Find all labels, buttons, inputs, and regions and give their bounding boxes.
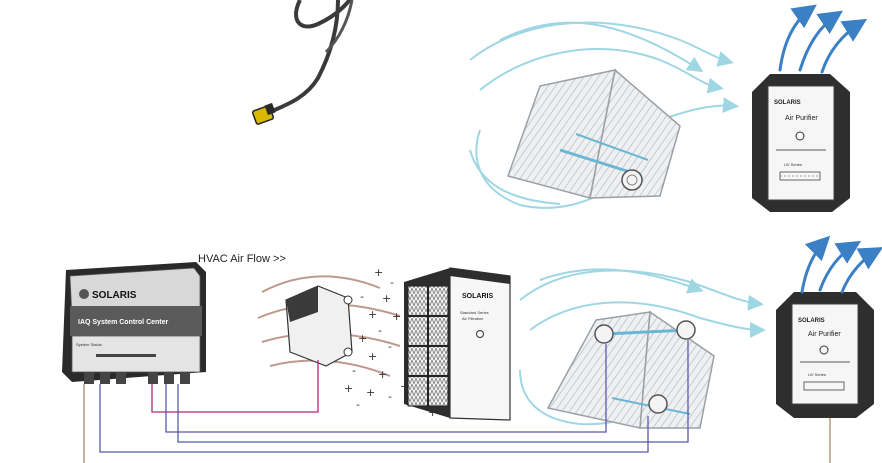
svg-text:+: + [392, 310, 401, 323]
svg-text:-: - [360, 290, 364, 303]
svg-text:+: + [378, 368, 387, 381]
svg-text:-: - [356, 398, 360, 411]
filter-line1: Standard Series [460, 310, 489, 315]
bottom-purifier-name: Air Purifier [808, 331, 841, 338]
svg-text:-: - [388, 340, 392, 353]
bottom-purified-air-arrows [802, 240, 878, 292]
purifier-brand: SOLARIS [774, 100, 801, 106]
uv-lamp-end-left [595, 325, 613, 343]
svg-text:+: + [344, 382, 353, 395]
purifier-name: Air Purifier [785, 115, 818, 122]
bottom-air-purifier: SOLARIS Air Purifier UV Series [776, 292, 874, 418]
wire-coil-lamp [166, 344, 606, 432]
control-center-brand: SOLARIS [92, 290, 137, 301]
uv-lamp-end-right [677, 321, 695, 339]
uv-lamp-end-bottom [649, 395, 667, 413]
svg-text:-: - [390, 276, 394, 289]
svg-text:+: + [374, 266, 383, 279]
hvac-flow-label: HVAC Air Flow >> [198, 253, 286, 265]
control-center-status-label: System Status [76, 342, 102, 347]
media-air-cleaner: SOLARIS Standard Series Air Filtration [404, 268, 510, 420]
bottom-purifier-label: UV Series [808, 372, 826, 377]
power-cable [252, 0, 352, 125]
ionizer-unit [286, 286, 352, 366]
top-air-purifier: SOLARIS Air Purifier UV Series [752, 74, 850, 212]
svg-text:+: + [368, 308, 377, 321]
svg-text:+: + [382, 292, 391, 305]
filter-brand: SOLARIS [462, 293, 493, 300]
svg-text:+: + [358, 332, 367, 345]
svg-text:-: - [388, 390, 392, 403]
purifier-label: UV Series [784, 162, 802, 167]
control-center-title: IAQ System Control Center [78, 319, 169, 326]
svg-text:-: - [378, 324, 382, 337]
iaq-control-center: SOLARIS IAQ System Control Center System… [62, 262, 206, 384]
uv-lamp-end [622, 170, 642, 190]
svg-text:-: - [352, 364, 356, 377]
svg-text:+: + [366, 386, 375, 399]
top-purified-air-arrows [780, 8, 862, 72]
bottom-a-coil [548, 312, 714, 428]
top-a-coil [508, 70, 680, 198]
svg-text:+: + [368, 350, 377, 363]
bottom-purifier-brand: SOLARIS [798, 318, 825, 324]
filter-line2: Air Filtration [462, 316, 483, 321]
